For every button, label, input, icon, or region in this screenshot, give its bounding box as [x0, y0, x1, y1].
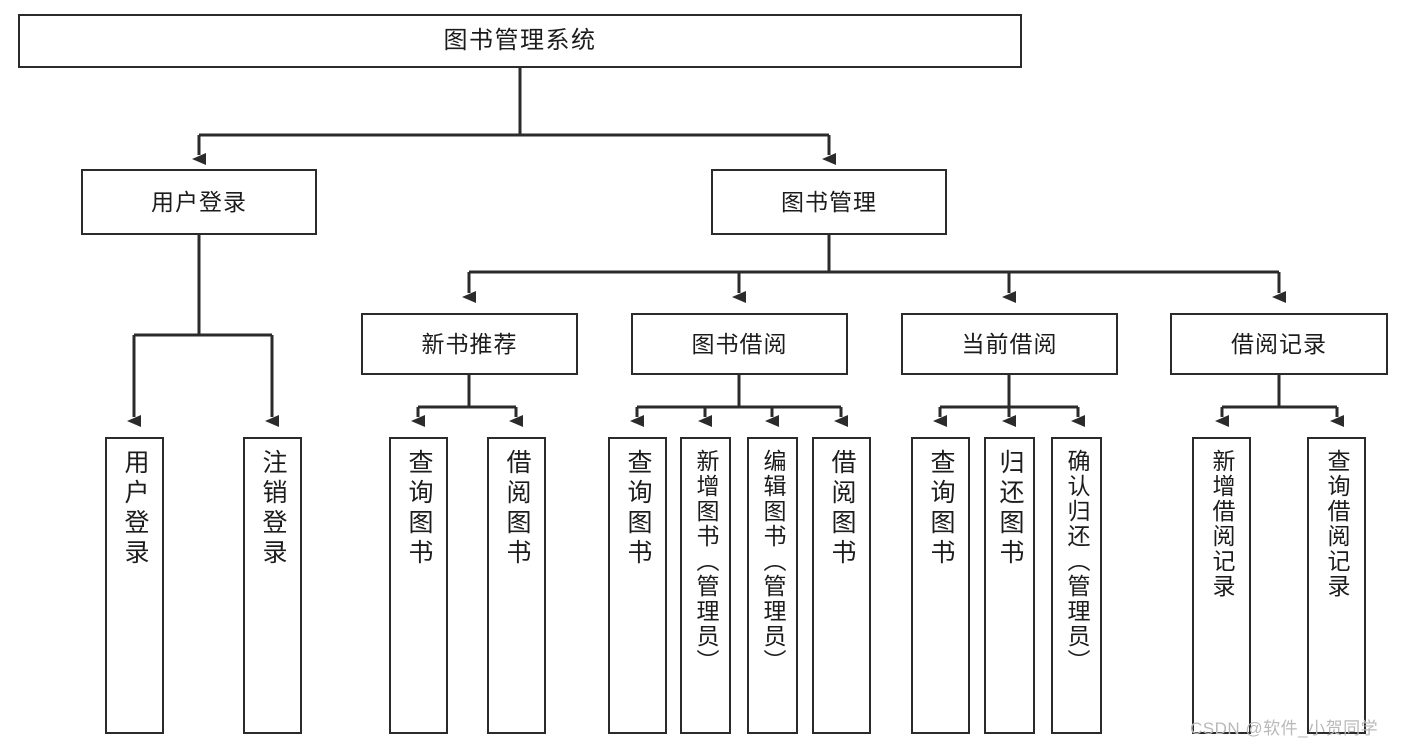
- leaf-query-book-borrow[interactable]: 查询图书: [608, 437, 667, 734]
- node-label: 查询图书: [927, 449, 955, 569]
- leaf-query-book-current[interactable]: 查询图书: [911, 437, 970, 734]
- node-label: 图书借阅: [691, 330, 788, 357]
- leaf-query-borrow-record[interactable]: 查询借阅记录: [1307, 437, 1366, 734]
- node-label: 图书管理系统: [443, 27, 597, 55]
- node-user-login[interactable]: 用户登录: [81, 169, 317, 235]
- leaf-add-book-admin[interactable]: 新增图书（管理员）: [680, 437, 731, 734]
- node-label: 用户登录: [121, 449, 149, 569]
- leaf-query-book-recommend[interactable]: 查询图书: [389, 437, 448, 734]
- node-label: 注销登录: [259, 449, 287, 569]
- node-label: 查询借阅记录: [1324, 449, 1350, 599]
- node-label: 借阅图书: [503, 449, 531, 569]
- node-label: 图书管理: [781, 188, 877, 215]
- leaf-borrow-book[interactable]: 借阅图书: [812, 437, 871, 734]
- node-book-management[interactable]: 图书管理: [711, 169, 947, 235]
- node-label: 借阅记录: [1231, 330, 1327, 357]
- node-current-borrow[interactable]: 当前借阅: [901, 313, 1118, 375]
- leaf-logout[interactable]: 注销登录: [243, 437, 302, 734]
- node-label: 编辑图书（管理员）: [760, 449, 786, 674]
- node-borrow-record[interactable]: 借阅记录: [1170, 313, 1388, 375]
- node-root[interactable]: 图书管理系统: [18, 14, 1022, 68]
- node-label: 新增借阅记录: [1209, 449, 1235, 599]
- leaf-borrow-book-recommend[interactable]: 借阅图书: [487, 437, 546, 734]
- leaf-confirm-return-admin[interactable]: 确认归还（管理员）: [1051, 437, 1102, 734]
- node-book-borrow[interactable]: 图书借阅: [631, 313, 848, 375]
- node-new-book-recommend[interactable]: 新书推荐: [361, 313, 578, 375]
- node-label: 用户登录: [151, 188, 247, 215]
- csdn-watermark: CSDN @软件_小贺同学: [1190, 719, 1379, 738]
- node-label: 查询图书: [624, 449, 652, 569]
- node-label: 借阅图书: [828, 449, 856, 569]
- node-label: 新增图书（管理员）: [693, 449, 719, 674]
- node-label: 新书推荐: [421, 330, 518, 357]
- node-label: 归还图书: [996, 449, 1024, 569]
- node-label: 查询图书: [405, 449, 433, 569]
- leaf-user-login[interactable]: 用户登录: [105, 437, 164, 734]
- leaf-return-book[interactable]: 归还图书: [984, 437, 1035, 734]
- leaf-add-borrow-record[interactable]: 新增借阅记录: [1192, 437, 1251, 734]
- node-label: 当前借阅: [961, 330, 1058, 357]
- leaf-edit-book-admin[interactable]: 编辑图书（管理员）: [747, 437, 798, 734]
- node-label: 确认归还（管理员）: [1064, 449, 1090, 674]
